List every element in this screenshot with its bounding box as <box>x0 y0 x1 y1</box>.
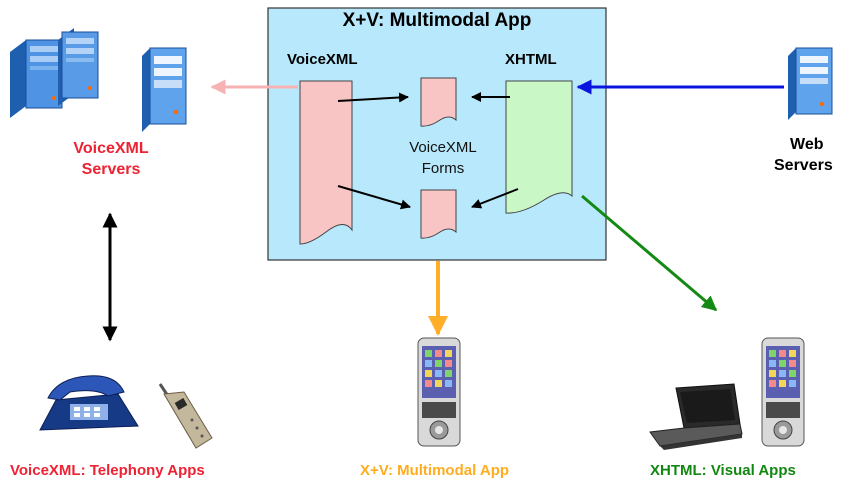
voicexml-form-bottom <box>420 189 457 239</box>
arrow-voicexml-to-form-bottom <box>337 185 411 210</box>
arrow-to-visual-apps <box>581 194 718 312</box>
laptop-icon <box>649 383 743 450</box>
multimodal-app-label: X+V: Multimodal App <box>360 462 510 479</box>
voicexml-document <box>299 80 353 245</box>
pda-icon-visual <box>761 337 805 447</box>
pda-icon <box>417 337 461 447</box>
visual-apps-label: XHTML: Visual Apps <box>650 462 796 479</box>
arrow-xhtml-to-form-bottom <box>471 188 519 209</box>
voicexml-servers-label: VoiceXML Servers <box>36 138 186 180</box>
telephony-apps-label: VoiceXML: Telephony Apps <box>10 462 205 479</box>
arrow-voicexml-to-form-top <box>337 92 409 103</box>
server-rack-icon <box>10 28 99 118</box>
voicexml-forms-label-line1: VoiceXML <box>409 139 477 156</box>
voicexml-servers-line2: Servers <box>81 161 141 178</box>
voicexml-form-top <box>420 77 457 127</box>
panel-title: X+V: Multimodal App <box>342 10 532 31</box>
web-servers-label: Web Servers <box>774 134 849 176</box>
voicexml-forms-label: VoiceXML Forms <box>388 137 498 179</box>
xhtml-doc-label: XHTML <box>505 51 557 68</box>
mobile-phone-icon <box>158 383 213 449</box>
voicexml-servers-line1: VoiceXML <box>73 140 149 157</box>
voicexml-forms-label-line2: Forms <box>421 160 465 177</box>
web-server-icon <box>788 47 833 120</box>
xhtml-document <box>505 80 573 214</box>
desk-phone-icon <box>39 375 139 431</box>
voicexml-doc-label: VoiceXML <box>287 51 358 68</box>
web-servers-line2: Servers <box>774 157 833 174</box>
server-tower-icon <box>142 47 187 132</box>
web-servers-line1: Web <box>790 136 824 153</box>
